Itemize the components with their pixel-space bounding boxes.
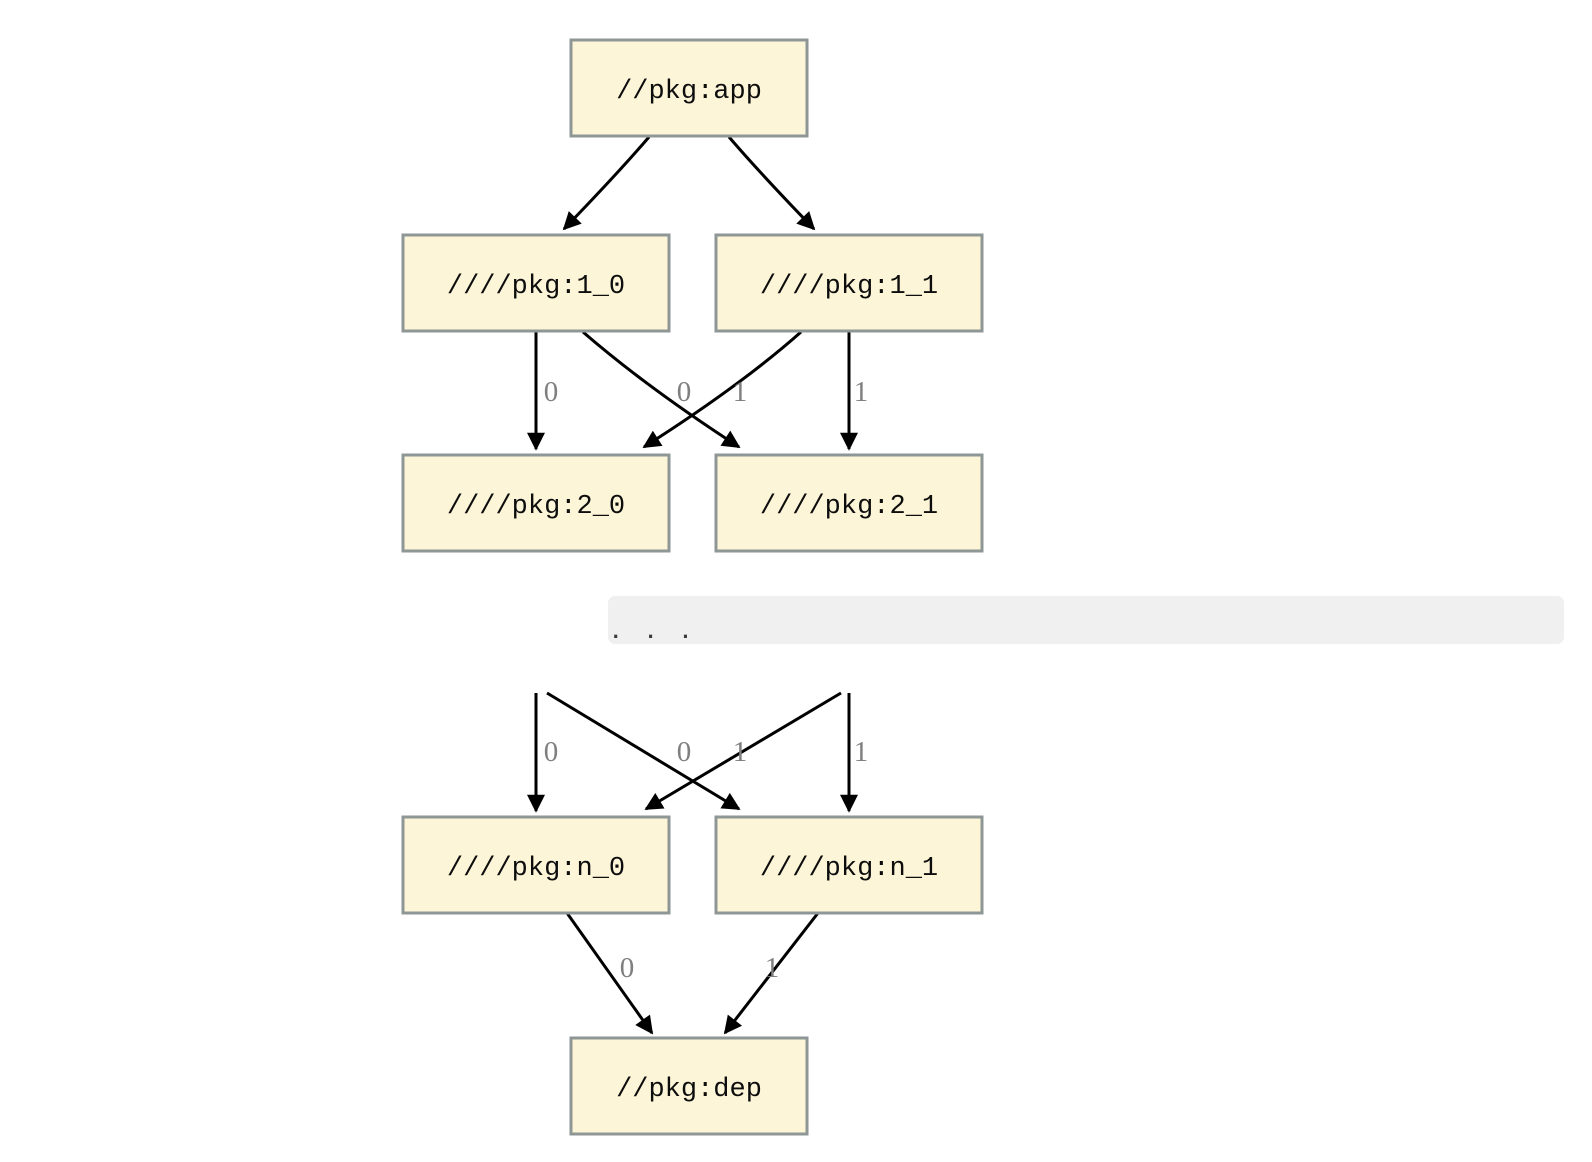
edge-label-1_0-2_1: 1 bbox=[733, 376, 748, 408]
truncation-bar-box bbox=[608, 596, 1564, 644]
node-1_1-label: ////pkg:1_1 bbox=[760, 272, 938, 302]
node-dep: //pkg:dep bbox=[569, 1036, 809, 1136]
edge-hidden-to-n_0-diagonal bbox=[644, 691, 842, 811]
truncation-bar: . . . bbox=[608, 596, 1564, 644]
node-app-label: //pkg:app bbox=[616, 77, 762, 107]
edge-label-n_0-dep: 0 bbox=[620, 952, 635, 984]
edge-label-1_0-2_0: 0 bbox=[544, 376, 559, 408]
edge-app-to-1_0 bbox=[562, 136, 651, 231]
node-1_0-box bbox=[401, 233, 671, 333]
node-n_1: ////pkg:n_1 bbox=[714, 815, 984, 915]
edge-label-hidden-n_1: 1 bbox=[854, 736, 869, 768]
node-dep-label: //pkg:dep bbox=[616, 1075, 762, 1105]
node-app: //pkg:app bbox=[569, 38, 809, 138]
edge-hidden-to-n_1-diagonal bbox=[546, 691, 741, 811]
edge-label-1_1-2_1: 1 bbox=[854, 376, 869, 408]
edge-label-hidden-n_0-diag: 0 bbox=[677, 736, 692, 768]
edge-1_1-to-2_0 bbox=[642, 330, 802, 449]
node-1_1-box bbox=[714, 233, 984, 333]
node-2_1-label: ////pkg:2_1 bbox=[760, 492, 938, 522]
node-1_0-label: ////pkg:1_0 bbox=[447, 272, 625, 302]
node-2_1: ////pkg:2_1 bbox=[714, 453, 984, 553]
node-dep-box bbox=[569, 1036, 809, 1136]
node-1_0: ////pkg:1_0 bbox=[401, 233, 671, 333]
graph-edge-labels: 0 0 1 1 0 0 1 1 0 1 bbox=[544, 376, 869, 984]
node-n_1-box bbox=[714, 815, 984, 915]
edge-app-to-1_1 bbox=[727, 136, 816, 231]
edge-label-n_1-dep: 1 bbox=[765, 952, 780, 984]
graph-edges bbox=[527, 136, 858, 1035]
edge-1_0-to-2_1 bbox=[582, 330, 741, 449]
node-2_0: ////pkg:2_0 bbox=[401, 453, 671, 553]
node-n_0: ////pkg:n_0 bbox=[401, 815, 671, 915]
node-n_0-box bbox=[401, 815, 671, 915]
node-1_1: ////pkg:1_1 bbox=[714, 233, 984, 333]
edge-n_1-to-dep bbox=[723, 912, 820, 1035]
edge-label-hidden-n_0: 0 bbox=[544, 736, 559, 768]
node-2_1-box bbox=[714, 453, 984, 553]
edge-n_0-to-dep bbox=[565, 912, 654, 1035]
node-n_1-label: ////pkg:n_1 bbox=[760, 854, 938, 884]
edge-label-hidden-n_1-diag: 1 bbox=[733, 736, 748, 768]
node-2_0-label: ////pkg:2_0 bbox=[447, 492, 625, 522]
node-2_0-box bbox=[401, 453, 671, 553]
truncation-ellipsis: . . . bbox=[610, 621, 697, 643]
edge-label-1_1-2_0: 0 bbox=[677, 376, 692, 408]
node-app-box bbox=[569, 38, 809, 138]
node-n_0-label: ////pkg:n_0 bbox=[447, 854, 625, 884]
